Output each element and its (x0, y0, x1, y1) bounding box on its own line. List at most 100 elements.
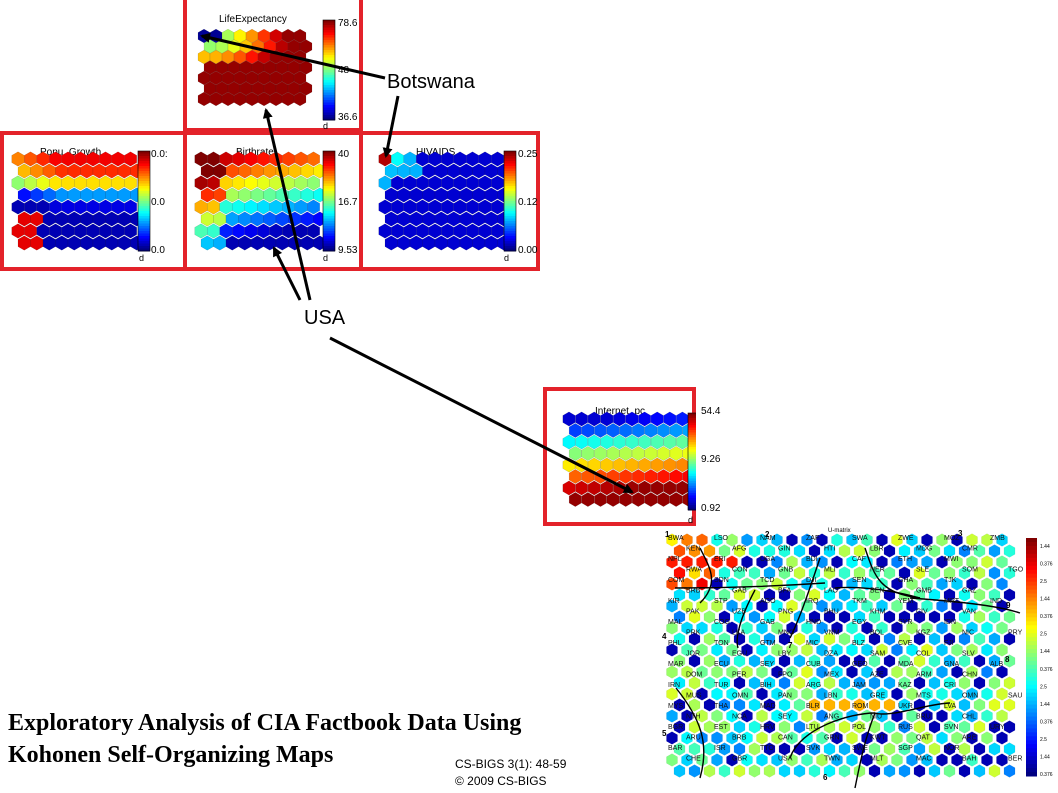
umatrix-hex (756, 731, 768, 745)
country-label: KWT (870, 735, 886, 742)
birth-colorbar-segment (323, 198, 335, 202)
life-hex (257, 91, 271, 107)
umatrix-hex (771, 599, 783, 613)
umatrix-colorbar-tick: 0.376 (1040, 772, 1053, 778)
umatrix-hex (741, 709, 753, 723)
hiv-colorbar-frame (503, 150, 517, 252)
internet-hex (676, 457, 689, 473)
internet-hex (562, 411, 576, 427)
umatrix-hex (973, 698, 986, 712)
country-label: MDG (916, 546, 932, 553)
internet-colorbar-segment (688, 505, 696, 509)
umatrix-colorbar-segment (1026, 668, 1037, 674)
birth-colorbar-segment (323, 181, 335, 184)
internet-colorbar-segment (688, 488, 696, 492)
umatrix-hex (846, 599, 858, 613)
umatrix-hex (726, 533, 738, 547)
popu-hex (92, 235, 106, 251)
birth-hex (257, 223, 270, 239)
umatrix-hex (988, 566, 1001, 580)
birth-hex (307, 223, 320, 239)
umatrix-hex (913, 566, 926, 580)
internet-colorbar-segment (688, 429, 696, 433)
life-hex (263, 81, 277, 96)
birth-colorbar-segment (323, 228, 335, 232)
cb-tick-internet-mid: 9.26 (701, 454, 721, 465)
popu-colorbar-segment (138, 246, 150, 249)
internet-hex (562, 457, 576, 473)
umatrix-hex (823, 764, 836, 778)
umatrix-hex (741, 665, 753, 679)
umatrix-hex (808, 676, 821, 690)
popu-hex (24, 151, 37, 167)
popu-hex (36, 199, 50, 215)
internet-colorbar-frame (687, 412, 696, 511)
umatrix-colorbar-tick: 2.5 (1040, 684, 1047, 690)
popu-colorbar-segment (138, 186, 150, 189)
umatrix-hex (778, 632, 791, 646)
life-colorbar-segment (323, 22, 335, 26)
popu-hex (105, 187, 119, 203)
cb-unit-internet: d (688, 515, 694, 525)
umatrix-hex (951, 555, 963, 569)
hiv-colorbar-segment (504, 203, 516, 207)
country-label: FJI (944, 640, 954, 647)
internet-hex (613, 457, 626, 473)
country-label: SAM (870, 651, 885, 658)
hiv-hex (441, 223, 454, 239)
birth-colorbar-segment (323, 211, 335, 214)
umatrix-hex (823, 654, 836, 668)
umatrix-colorbar-segment (1026, 609, 1037, 614)
hiv-hex (416, 175, 429, 191)
umatrix-hex (666, 643, 678, 657)
umatrix-colorbar-segment (1026, 688, 1037, 694)
country-label: COL (916, 651, 931, 658)
umatrix-hex (898, 764, 911, 778)
umatrix-hex (681, 687, 693, 701)
internet-colorbar-segment (688, 468, 696, 472)
umatrix-hex (973, 588, 986, 602)
umatrix-hex (741, 643, 753, 657)
hiv-colorbar-segment (504, 238, 516, 242)
umatrix-hex (868, 544, 881, 558)
life-hex (221, 91, 235, 107)
country-label: GNA (944, 661, 960, 668)
umatrix-hex (726, 665, 738, 679)
umatrix-hex (883, 676, 896, 690)
popu-hex (17, 187, 31, 203)
umatrix-hex (681, 577, 693, 591)
country-label: RWA (686, 567, 702, 574)
umatrix-hex (846, 753, 858, 767)
umatrix-hex (943, 544, 956, 558)
hiv-hex (478, 175, 492, 191)
umatrix-hex (816, 709, 828, 723)
umatrix-hex (718, 544, 731, 558)
life-hex (275, 81, 289, 96)
hiv-colorbar-segment (504, 178, 516, 182)
birth-hex (194, 199, 208, 215)
hiv-colorbar-segment (504, 161, 516, 164)
country-label: MAD (760, 703, 776, 710)
umatrix-hex (808, 588, 821, 602)
life-colorbar-segment (323, 25, 335, 28)
umatrix-hex (973, 764, 986, 778)
hiv-colorbar-segment (504, 171, 516, 174)
umatrix-hex (936, 621, 948, 635)
umatrix-hex (891, 621, 903, 635)
umatrix-hex (943, 654, 956, 668)
hiv-hex (397, 235, 411, 251)
country-label: CUB (806, 661, 821, 668)
popu-hex (61, 151, 75, 167)
hiv-colorbar-segment (504, 163, 516, 167)
country-label: TWN (824, 756, 840, 763)
hiv-hex (441, 175, 454, 191)
umatrix-hex (928, 654, 941, 668)
popu-hex (36, 175, 50, 191)
popu-hex (61, 223, 75, 239)
country-label: AZE (870, 672, 884, 679)
popu-hex (105, 211, 119, 227)
umatrix-hex (711, 731, 723, 745)
country-label: LTU (806, 724, 819, 731)
umatrix-colorbar-segment (1026, 740, 1037, 745)
